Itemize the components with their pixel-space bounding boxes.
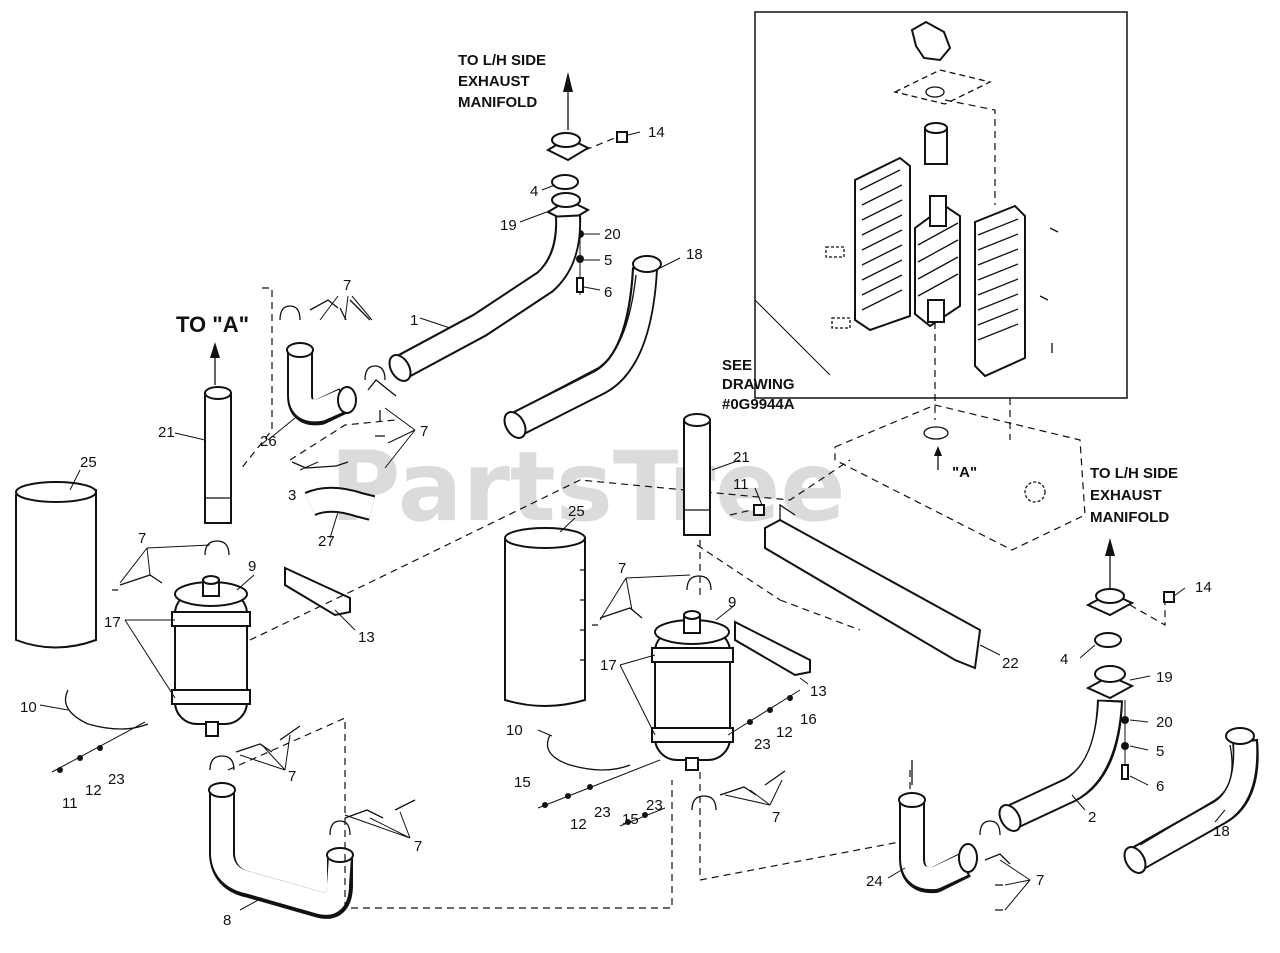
callout-3: 3 [288,487,296,504]
callout-10: 10 [506,722,523,739]
callout-24: 24 [866,873,883,890]
callout-12: 12 [570,816,587,833]
callout-5: 5 [1156,743,1164,760]
callout-23: 23 [646,797,663,814]
bracket-13-left [284,566,351,617]
note-top-line-2: EXHAUST [458,73,530,90]
callout-7: 7 [618,560,626,577]
callout-18: 18 [686,246,703,263]
callout-17: 17 [600,657,617,674]
tail-pipe-21-left [204,392,232,524]
callout-16: 16 [800,711,817,728]
see-drawing-line-2: DRAWING [722,376,795,393]
callout-4: 4 [1060,651,1068,668]
watermark: PartsTree [330,431,845,543]
callout-5: 5 [604,252,612,269]
muffler-9-center [651,610,734,771]
callout-9: 9 [728,594,736,611]
callout-7: 7 [772,809,780,826]
note-right-line-3: MANIFOLD [1090,509,1169,526]
callout-11: 11 [62,795,78,812]
callout-25: 25 [568,503,585,520]
callout-6: 6 [604,284,612,301]
callout-14: 14 [648,124,665,141]
see-drawing-line-1: SEE [722,357,752,374]
inset-detail-box [754,11,1128,440]
callout-9: 9 [248,558,256,575]
callout-7: 7 [414,838,422,855]
callout-2: 2 [1088,809,1096,826]
callout-10: 10 [20,699,37,716]
to-a-label: TO "A" [176,312,249,337]
callout-18: 18 [1213,823,1230,840]
heat-shield-25-left [15,484,97,649]
callout-23: 23 [594,804,611,821]
callout-14: 14 [1195,579,1212,596]
callout-20: 20 [604,226,621,243]
leader-lines [39,131,1226,911]
callout-22: 22 [1002,655,1019,672]
callout-21: 21 [733,449,750,466]
heat-shield-25-center [504,531,586,707]
callout-7: 7 [138,530,146,547]
tail-pipe-21-center [683,419,711,536]
bracket-22 [764,518,982,670]
note-right-line-1: TO L/H SIDE [1090,465,1178,482]
note-top-line-1: TO L/H SIDE [458,52,546,69]
callout-19: 19 [1156,669,1173,686]
callout-12: 12 [776,724,793,741]
callout-7: 7 [288,768,296,785]
callout-21: 21 [158,424,175,441]
note-right-line-2: EXHAUST [1090,487,1162,504]
callout-12: 12 [85,782,102,799]
note-top-line-3: MANIFOLD [458,94,537,111]
callout-26: 26 [260,433,277,450]
callout-20: 20 [1156,714,1173,731]
callout-8: 8 [223,912,231,929]
callout-13: 13 [810,683,827,700]
see-drawing-line-3: #0G9944A [722,396,795,413]
callout-11: 11 [733,476,749,493]
callout-1: 1 [410,312,418,329]
callout-7: 7 [343,277,351,294]
callout-7: 7 [420,423,428,440]
muffler-9-left [171,575,251,737]
callout-25: 25 [80,454,97,471]
callout-numbers: 14 4 19 20 5 6 18 1 7 7 26 3 27 21 25 7 … [20,124,1230,929]
callout-13: 13 [358,629,375,646]
callout-19: 19 [500,217,517,234]
callout-6: 6 [1156,778,1164,795]
callout-4: 4 [530,183,538,200]
callout-17: 17 [104,614,121,631]
callout-23: 23 [754,736,771,753]
callout-15: 15 [514,774,531,791]
callout-15: 15 [622,811,639,828]
callout-23: 23 [108,771,125,788]
bracket-13-center [734,620,811,677]
point-a-label: "A" [952,464,977,481]
callout-27: 27 [318,533,335,550]
callout-7: 7 [1036,872,1044,889]
mounting-base-plate [834,404,1086,551]
